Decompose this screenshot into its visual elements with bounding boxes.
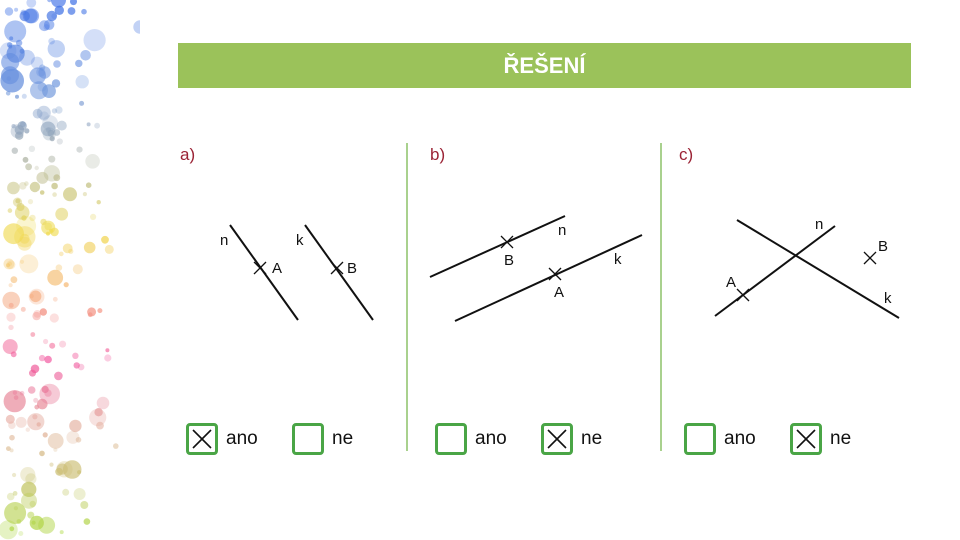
panel-c-figure: n k A B — [714, 216, 900, 319]
option-label: ano — [475, 428, 507, 449]
panel-b-option-ano[interactable]: ano — [435, 421, 507, 457]
page-title: ŘEŠENÍ — [503, 53, 586, 78]
line-k-label: k — [884, 290, 892, 307]
point-a-mark — [253, 261, 267, 275]
divider-1 — [406, 143, 408, 451]
checkbox[interactable] — [435, 423, 467, 455]
point-a-label: A — [726, 274, 736, 291]
point-b-label: B — [878, 238, 888, 255]
check-x-icon — [547, 429, 567, 449]
point-b-label: B — [347, 260, 357, 277]
checkbox[interactable] — [684, 423, 716, 455]
point-a-label: A — [554, 284, 564, 301]
panel-b-option-ne[interactable]: ne — [541, 421, 602, 457]
panel-c-label: c) — [679, 145, 694, 164]
panel-a-label: a) — [180, 145, 196, 164]
point-b-mark — [500, 235, 514, 249]
check-x-icon — [796, 429, 816, 449]
panel-b-figure: n k B A — [429, 215, 643, 322]
checkbox[interactable] — [186, 423, 218, 455]
line-n-label: n — [220, 232, 228, 249]
line-k — [454, 234, 643, 322]
line-n-label: n — [558, 222, 566, 239]
checkbox[interactable] — [541, 423, 573, 455]
check-x-icon — [192, 429, 212, 449]
option-label: ne — [581, 428, 603, 449]
panel-a-figure: n k A B — [220, 224, 374, 321]
panel-c-option-ne[interactable]: ne — [790, 421, 851, 457]
option-label: ano — [226, 428, 258, 449]
line-n — [714, 225, 836, 317]
point-b-mark — [863, 251, 877, 265]
line-k-label: k — [296, 232, 304, 249]
line-k — [736, 219, 900, 319]
panel-a-option-ano[interactable]: ano — [186, 421, 258, 457]
panel-c-option-ano[interactable]: ano — [684, 421, 756, 457]
point-b-label: B — [504, 252, 514, 269]
panel-b-label: b) — [430, 145, 446, 164]
option-label: ano — [724, 428, 756, 449]
point-b-mark — [330, 261, 344, 275]
line-k-label: k — [614, 251, 622, 268]
point-a-mark — [548, 267, 562, 281]
line-k — [304, 224, 374, 321]
panel-a-option-ne[interactable]: ne — [292, 421, 353, 457]
divider-2 — [660, 143, 662, 451]
bokeh-decoration — [0, 0, 140, 540]
line-n-label: n — [815, 216, 823, 233]
option-label: ne — [332, 428, 354, 449]
point-a-label: A — [272, 260, 282, 277]
checkbox[interactable] — [292, 423, 324, 455]
checkbox[interactable] — [790, 423, 822, 455]
point-a-mark — [736, 288, 750, 302]
line-n — [429, 215, 566, 278]
option-label: ne — [830, 428, 852, 449]
title-bar: ŘEŠENÍ — [178, 43, 911, 88]
